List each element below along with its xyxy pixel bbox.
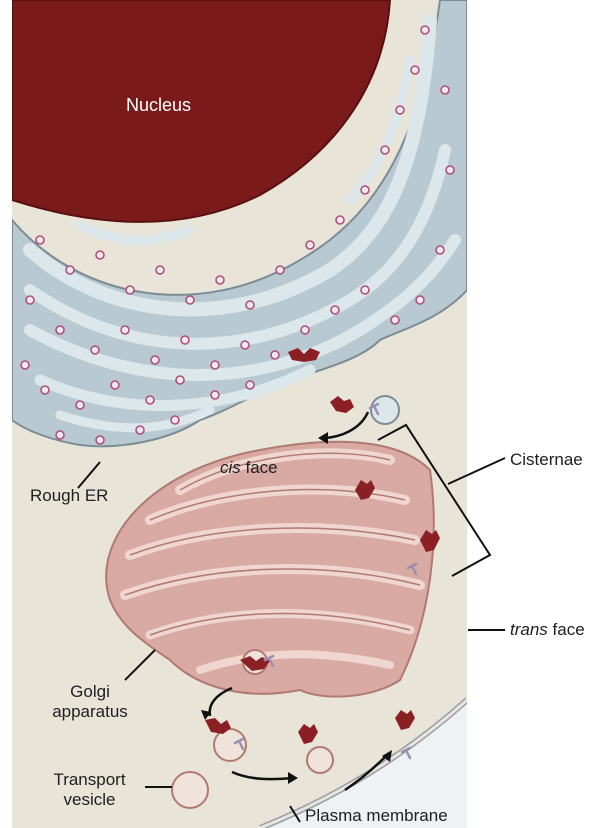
trans-face-label-rest: face — [548, 620, 585, 639]
trans-face-label-italic: trans — [510, 620, 548, 639]
plasma-membrane-label: Plasma membrane — [305, 806, 448, 826]
nucleus-label: Nucleus — [126, 95, 191, 116]
cis-face-label: cis face — [220, 458, 278, 478]
trans-face-label: trans face — [510, 620, 585, 640]
transport-vesicle-label: Transport vesicle — [42, 770, 137, 810]
transport-vesicle — [172, 772, 208, 808]
cis-face-label-italic: cis — [220, 458, 241, 477]
cisternae-label: Cisternae — [510, 450, 583, 470]
transport-label-line1: Transport — [42, 770, 137, 790]
transport-label-line2: vesicle — [42, 790, 137, 810]
fusing-vesicle — [307, 747, 333, 773]
golgi-label-line2: apparatus — [45, 702, 135, 722]
golgi-label-line1: Golgi — [45, 682, 135, 702]
golgi-apparatus-label: Golgi apparatus — [45, 682, 135, 722]
cis-face-label-rest: face — [241, 458, 278, 477]
rough-er-label: Rough ER — [30, 486, 108, 506]
